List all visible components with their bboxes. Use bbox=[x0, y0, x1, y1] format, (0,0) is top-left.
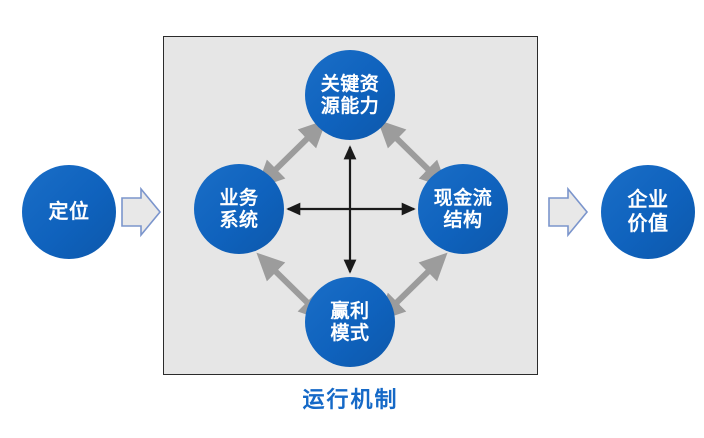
node-top-line-1: 源能力 bbox=[320, 95, 380, 117]
output-node-enterprise-value[interactable]: 企业 价值 bbox=[601, 165, 695, 259]
node-right-line-0: 现金流 bbox=[433, 186, 493, 209]
node-bottom-line-1: 模式 bbox=[330, 322, 370, 344]
node-key-resource-capability[interactable]: 关键资 源能力 bbox=[305, 50, 395, 140]
input-node-line-0: 定位 bbox=[48, 199, 90, 224]
node-left-line-1: 系统 bbox=[219, 209, 259, 231]
output-node-line-0: 企业 bbox=[627, 187, 669, 212]
node-left-line-0: 业务 bbox=[219, 186, 259, 209]
input-node-positioning[interactable]: 定位 bbox=[22, 165, 116, 259]
node-cash-flow-structure[interactable]: 现金流 结构 bbox=[418, 164, 508, 254]
panel-caption: 运行机制 bbox=[302, 388, 399, 413]
node-top-line-0: 关键资 bbox=[320, 72, 380, 95]
node-bottom-line-0: 赢利 bbox=[330, 299, 370, 322]
block-arrow-right-icon-out bbox=[548, 186, 589, 238]
node-profit-model[interactable]: 赢利 模式 bbox=[305, 277, 395, 367]
node-business-system[interactable]: 业务 系统 bbox=[194, 164, 284, 254]
node-right-line-1: 结构 bbox=[443, 209, 483, 231]
output-node-line-1: 价值 bbox=[627, 211, 669, 235]
block-arrow-right-icon-in bbox=[121, 186, 162, 238]
